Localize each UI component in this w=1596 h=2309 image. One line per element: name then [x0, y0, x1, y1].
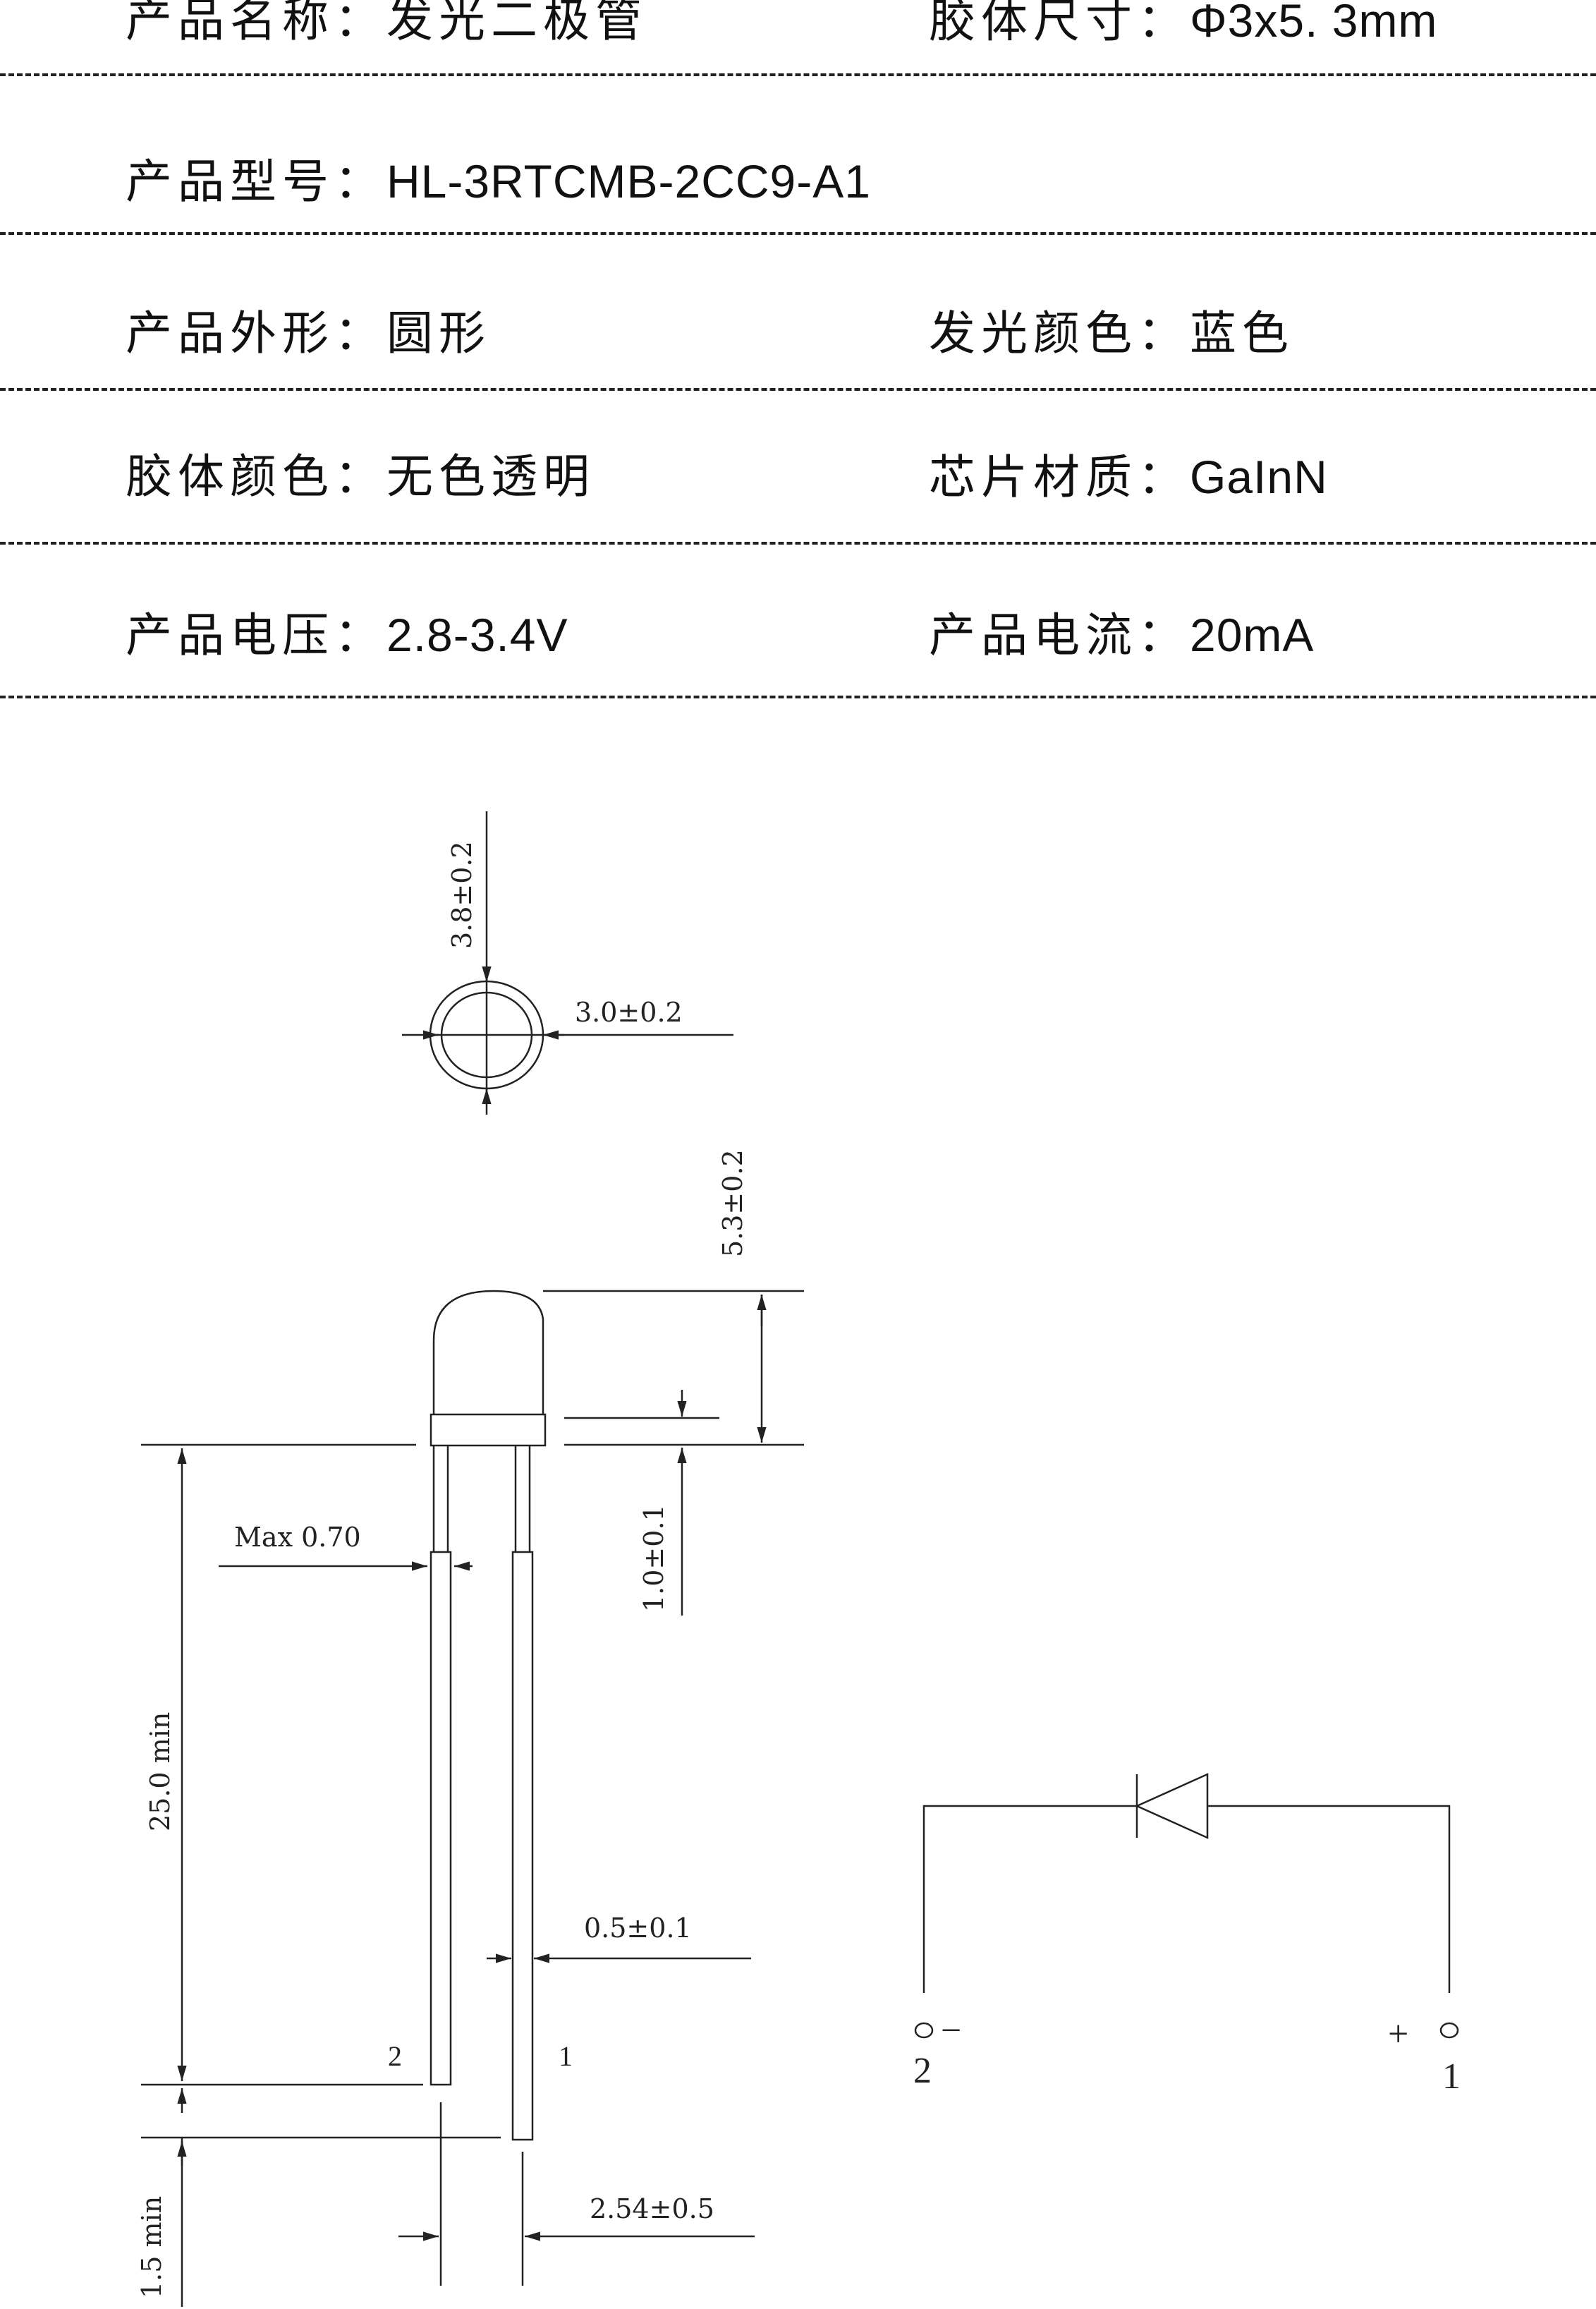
model-label: 产品型号： [126, 154, 386, 209]
body-color-value: 无色透明 [386, 449, 595, 504]
chip-material-value: GaInN [1190, 451, 1328, 503]
emit-color-field: 发光颜色：蓝色 [929, 310, 1294, 357]
model-value: HL-3RTCMB-2CC9-A1 [386, 155, 871, 207]
outline-pin-2-label: 2 [388, 2040, 402, 2072]
pin-2-pad [914, 2022, 934, 2039]
lead-offset-label: 1.5 min [136, 2196, 167, 2298]
body-size-label: 胶体尺寸： [929, 0, 1190, 48]
flange [430, 1413, 547, 1447]
shape-label: 产品外形： [126, 306, 386, 360]
product-name-value: 发光二极管 [386, 0, 647, 47]
lead-1 [511, 1551, 534, 2141]
lens-body [432, 1290, 544, 1414]
emit-color-label: 发光颜色： [929, 306, 1190, 360]
product-name-field: 产品名称：发光二极管 [126, 0, 647, 44]
pitch-label: 2.54±0.5 [590, 2193, 714, 2224]
diode-triangle [1134, 1773, 1209, 1839]
top-view [402, 811, 733, 1115]
anode-plus-sign: + [1388, 2014, 1408, 2054]
body-color-label: 胶体颜色： [126, 449, 386, 504]
body-color-field: 胶体颜色：无色透明 [126, 454, 595, 500]
schematic-pin-1-label: 1 [1442, 2056, 1461, 2097]
row-divider [0, 696, 1596, 698]
current-value: 20mA [1190, 609, 1315, 661]
lead-length-label: 25.0 min [145, 1712, 176, 1831]
outline-pin-1-label: 1 [559, 2040, 573, 2072]
diode-schematic [914, 1773, 1459, 2039]
row-divider [0, 388, 1596, 391]
current-field: 产品电流：20mA [929, 612, 1314, 659]
row-divider [0, 73, 1596, 76]
lead-2 [430, 1551, 452, 2086]
side-view-body [430, 1290, 547, 2141]
chip-material-field: 芯片材质：GaInN [929, 454, 1328, 501]
lens-height-label: 5.3±0.2 [717, 1149, 748, 1257]
row-divider [0, 542, 1596, 545]
lens-diameter-label: 3.0±0.2 [575, 997, 683, 1028]
cathode-minus-sign: − [941, 2011, 961, 2051]
schematic-pin-2-label: 2 [913, 2051, 932, 2091]
body-size-value: Φ3x5. 3mm [1190, 0, 1438, 47]
model-field: 产品型号：HL-3RTCMB-2CC9-A1 [126, 158, 871, 205]
body-size-field: 胶体尺寸：Φ3x5. 3mm [929, 0, 1437, 44]
pin-1-pad [1439, 2022, 1459, 2039]
lead-width-label: 0.5±0.1 [584, 1913, 692, 1944]
flange-height-label: 1.0±0.1 [638, 1504, 669, 1612]
voltage-field: 产品电压：2.8-3.4V [126, 612, 568, 659]
chip-material-label: 芯片材质： [929, 450, 1190, 504]
lead-max-label: Max 0.70 [234, 1522, 361, 1553]
emit-color-value: 蓝色 [1190, 306, 1294, 360]
shape-field: 产品外形：圆形 [126, 310, 491, 357]
shape-value: 圆形 [386, 306, 491, 360]
current-label: 产品电流： [929, 608, 1190, 662]
flange-diameter-label: 3.8±0.2 [446, 841, 477, 949]
row-divider [0, 232, 1596, 235]
product-name-label: 产品名称： [126, 0, 386, 47]
voltage-value: 2.8-3.4V [386, 609, 568, 661]
voltage-label: 产品电压： [126, 608, 386, 662]
